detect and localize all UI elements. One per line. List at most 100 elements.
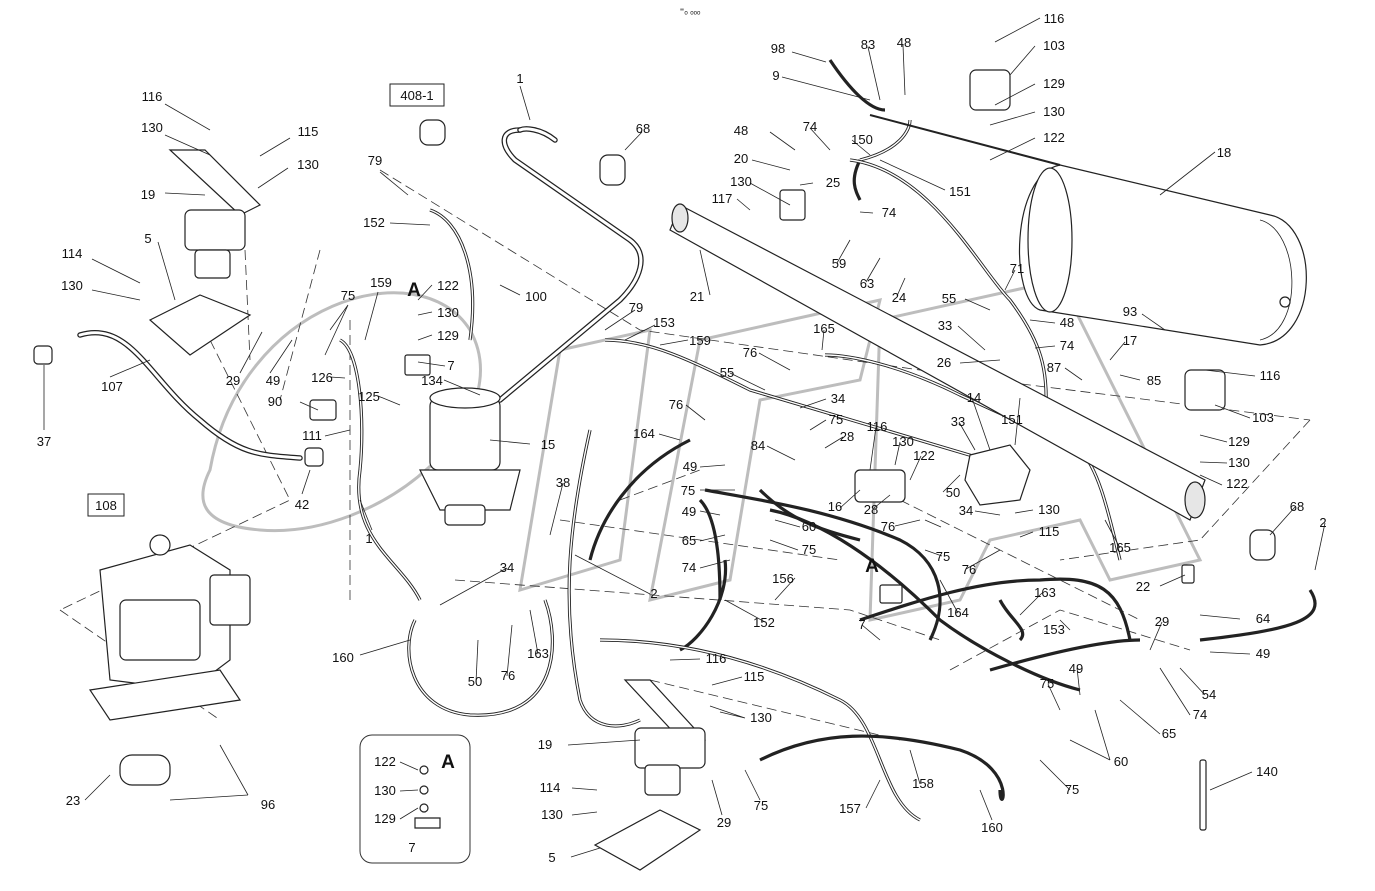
callout-68: 68 xyxy=(1290,499,1304,514)
callout-122: 122 xyxy=(1043,130,1065,145)
callout-152: 152 xyxy=(753,615,775,630)
callout-164: 164 xyxy=(947,605,969,620)
callout-1: 1 xyxy=(365,531,372,546)
callout-34: 34 xyxy=(500,560,514,575)
callout-130: 130 xyxy=(1043,104,1065,119)
callout-74: 74 xyxy=(803,119,817,134)
callout-labels: 116 130 115 130 19 5 1 14 130 107 37 29 4… xyxy=(37,11,1327,865)
callout-116: 116 xyxy=(142,89,163,104)
callout-18: 18 xyxy=(1217,145,1231,160)
callout-85: 85 xyxy=(1147,373,1161,388)
callout-74: 74 xyxy=(1060,338,1074,353)
inset-label-130: 130 xyxy=(374,783,396,798)
callout-59: 59 xyxy=(832,256,846,271)
callout-50: 50 xyxy=(946,485,960,500)
inset-label-122: 122 xyxy=(374,754,396,769)
callout-159: 159 xyxy=(689,333,711,348)
callout-129: 129 xyxy=(1043,76,1065,91)
callout-5: 5 xyxy=(144,231,151,246)
callout-75: 75 xyxy=(341,288,355,303)
watermark xyxy=(201,278,1203,622)
callout-5: 5 xyxy=(548,850,555,865)
callout-17: 17 xyxy=(1123,333,1137,348)
callout-71: 71 xyxy=(1010,261,1024,276)
callout-15: 15 xyxy=(541,437,555,452)
callout-130: 130 xyxy=(750,710,772,725)
callout-19: 19 xyxy=(538,737,552,752)
callout-103: 103 xyxy=(1252,410,1274,425)
callout-79: 79 xyxy=(368,153,382,168)
callout-75: 75 xyxy=(829,412,843,427)
callout-130: 130 xyxy=(141,120,163,135)
callout-2: 2 xyxy=(650,586,657,601)
callout-74: 74 xyxy=(882,205,896,220)
callout-19: 19 xyxy=(141,187,155,202)
callout-75: 75 xyxy=(1065,782,1079,797)
callout-100: 100 xyxy=(525,289,547,304)
callout-29: 29 xyxy=(717,815,731,830)
callout-150: 150 xyxy=(851,132,873,147)
callout-159: 159 xyxy=(370,275,392,290)
callout-115: 115 xyxy=(1039,524,1060,539)
callout-116: 116 xyxy=(1260,368,1281,383)
callout-160: 160 xyxy=(332,650,354,665)
callout-107: 107 xyxy=(101,379,123,394)
callout-87: 87 xyxy=(1047,360,1061,375)
callout-125: 125 xyxy=(358,389,380,404)
callout-75: 75 xyxy=(681,483,695,498)
callout-76: 76 xyxy=(669,397,683,412)
callout-84: 84 xyxy=(751,438,765,453)
callout-60: 60 xyxy=(1114,754,1128,769)
callout-76: 76 xyxy=(501,668,515,683)
boxed-reference-top-label: 408-1 xyxy=(400,88,433,103)
callout-34: 34 xyxy=(831,391,845,406)
callout-156: 156 xyxy=(772,571,794,586)
callout-93: 93 xyxy=(1123,304,1137,319)
callout-75: 75 xyxy=(802,542,816,557)
callout-163: 163 xyxy=(1034,585,1056,600)
callout-98: 98 xyxy=(771,41,785,56)
callout-48: 48 xyxy=(897,35,911,50)
callout-leader-lines xyxy=(43,17,1326,858)
section-mark-upper: A xyxy=(407,280,421,301)
callout-49: 49 xyxy=(682,504,696,519)
callout-14: 14 xyxy=(967,390,981,405)
brake-valve-lower xyxy=(593,679,706,871)
callout-111: 111 xyxy=(302,428,322,443)
callout-65: 65 xyxy=(1162,726,1176,741)
callout-160: 160 xyxy=(981,820,1003,835)
section-mark-lower: A xyxy=(865,556,879,577)
compressor xyxy=(88,534,251,721)
callout-64: 64 xyxy=(1256,611,1270,626)
callout-55: 55 xyxy=(942,291,956,306)
hoses-and-tubes xyxy=(77,119,1317,822)
header-mark: ⁼ₒ ₒₒₒ xyxy=(680,6,701,16)
callout-157: 157 xyxy=(839,801,861,816)
callout-68: 68 xyxy=(636,121,650,136)
callout-33: 33 xyxy=(938,318,952,333)
callout-76: 76 xyxy=(743,345,757,360)
callout-75: 75 xyxy=(754,798,768,813)
callout-116: 116 xyxy=(1044,11,1065,26)
callout-76: 76 xyxy=(881,519,895,534)
callout-134: 134 xyxy=(421,373,443,388)
callout-164: 164 xyxy=(633,426,655,441)
air-dryer xyxy=(419,387,521,526)
callout-21: 21 xyxy=(690,289,704,304)
callout-28: 28 xyxy=(864,502,878,517)
callout-130: 130 xyxy=(297,157,319,172)
inset-title: A xyxy=(441,752,455,773)
callout-151: 151 xyxy=(1001,412,1023,427)
callout-16: 16 xyxy=(828,499,842,514)
callout-38: 38 xyxy=(556,475,570,490)
air-tank xyxy=(1019,164,1307,346)
brake-valve-upper xyxy=(148,149,262,356)
inset-label-129: 129 xyxy=(374,811,396,826)
callout-54: 54 xyxy=(1202,687,1216,702)
callout-122: 122 xyxy=(1226,476,1248,491)
callout-152: 152 xyxy=(363,215,385,230)
callout-48: 48 xyxy=(1060,315,1074,330)
callout-90: 90 xyxy=(268,394,282,409)
callout-37: 37 xyxy=(37,434,51,449)
callout-24: 24 xyxy=(892,290,906,305)
